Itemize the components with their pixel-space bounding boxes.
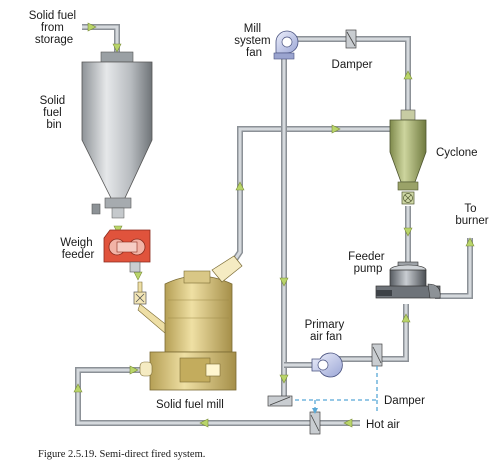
pipe-mill-to-cyclone [225, 126, 392, 272]
solid-fuel-bin [81, 51, 153, 219]
centrifugal-fan-icon [273, 30, 299, 60]
label-feeder-pump: Feeder pump [348, 251, 388, 275]
flow-arrows [73, 22, 475, 428]
damper-icon [371, 343, 383, 367]
label-cyclone: Cyclone [436, 147, 478, 159]
weigh-feeder [103, 229, 151, 273]
solid-fuel-mill [139, 255, 243, 391]
pipe-primary-fan-to-pump [336, 304, 409, 362]
label-damper-bottom: Damper [384, 395, 425, 407]
primary-air-fan [311, 352, 343, 378]
pipe-storage-to-bin [82, 24, 120, 52]
arrow-loop-up [73, 383, 83, 393]
centrifugal-fan-icon [311, 352, 343, 378]
arrow-to-cyclone [331, 124, 341, 134]
arrow-hot-air-in [343, 418, 353, 428]
mill-system-fan [273, 30, 299, 60]
damper-icon [309, 411, 321, 435]
rotary-valve-icon [133, 291, 147, 305]
label-solid-fuel-bin: Solid fuel bin [40, 95, 69, 131]
label-solid-fuel-mill: Solid fuel mill [156, 399, 224, 411]
rotary-valve-icon [401, 191, 415, 205]
arrow-cyclone-vent-up [403, 70, 413, 80]
arrow-mill-outlet-up [235, 181, 245, 191]
arrow-into-bin [112, 43, 122, 53]
damper-icon [267, 395, 293, 407]
arrow-loop-left [199, 418, 209, 428]
arrow-into-mill [129, 365, 139, 375]
arrow-feeder-to-mill [133, 271, 143, 281]
label-damper-top: Damper [332, 59, 373, 71]
arrow-downcomer [279, 277, 289, 287]
label-weigh-feeder: Weigh feeder [60, 237, 96, 261]
arrow-storage [87, 22, 97, 32]
label-solid-fuel-from-storage: Solid fuel from storage [29, 10, 80, 46]
label-primary-air-fan: Primary air fan [305, 319, 348, 343]
arrow-primary-to-pump [401, 313, 411, 323]
label-mill-system-fan: Mill system fan [234, 23, 274, 59]
label-to-burner: To burner [455, 203, 488, 227]
damper-icon [345, 29, 357, 49]
cyclone [389, 109, 427, 191]
arrow-to-burner [465, 237, 475, 247]
label-hot-air: Hot air [366, 419, 400, 431]
figure-caption: Figure 2.5.19. Semi-direct fired system. [38, 449, 205, 460]
pipe-cyclone-to-fan [293, 36, 411, 118]
feeder-pump [375, 261, 441, 299]
control-lines [292, 366, 378, 414]
arrow-recirc [279, 374, 289, 384]
arrow-cyclone-to-pump [403, 227, 413, 237]
